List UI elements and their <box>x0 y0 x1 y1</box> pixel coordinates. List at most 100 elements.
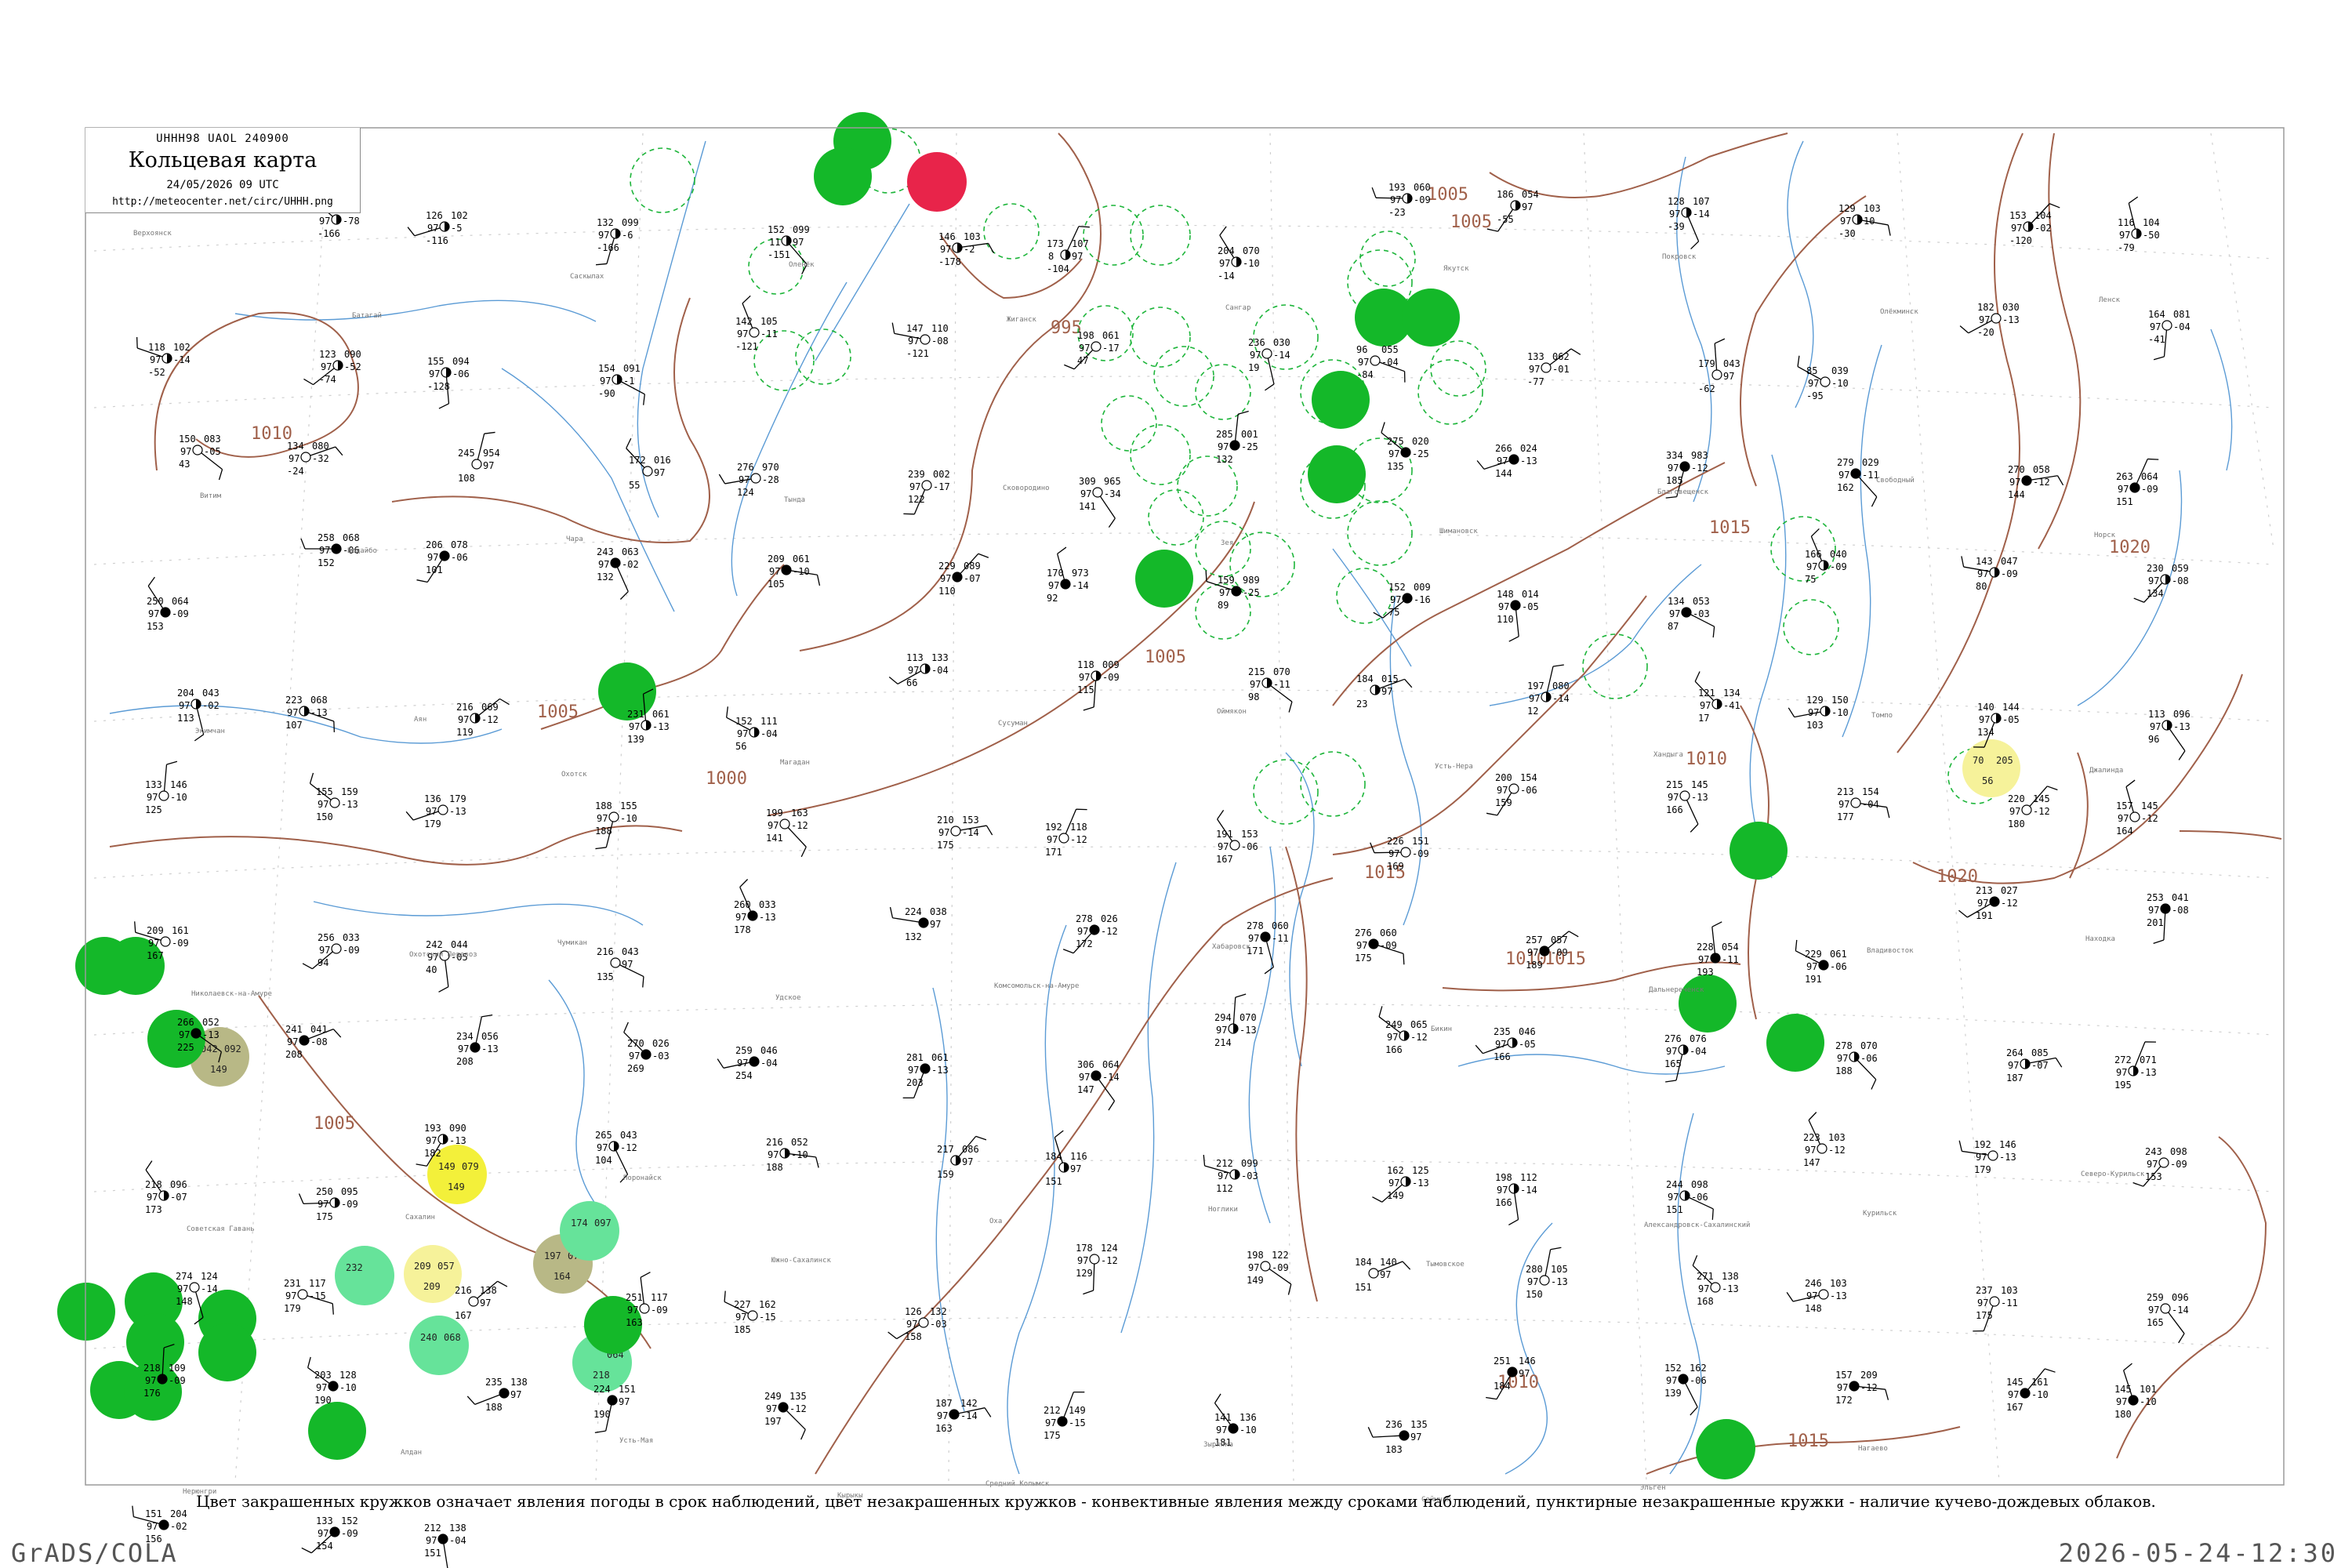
station-tendency: -06 <box>1830 961 1847 972</box>
half-cover-icon <box>754 728 759 737</box>
wind-barb <box>310 1531 336 1554</box>
wind-barb <box>723 1061 755 1069</box>
station-pressure: 070 <box>1860 1040 1878 1051</box>
station-dewpoint: 269 <box>627 1063 644 1074</box>
station-temp: 212 <box>424 1523 441 1534</box>
station-pressure: 103 <box>964 231 981 242</box>
wind-barb <box>1483 1042 1513 1054</box>
wind-barb <box>1265 936 1274 967</box>
map-url[interactable]: http://meteocenter.net/circ/UHHH.png <box>112 196 333 208</box>
half-cover-icon <box>1686 208 1691 217</box>
wind-barb-feather <box>218 1051 222 1063</box>
wind-barb-feather <box>466 1396 476 1405</box>
station-dewpoint: 214 <box>1214 1037 1232 1048</box>
station-tendency: -06 <box>1520 785 1537 796</box>
cloud-cover-icon <box>2020 1388 2031 1399</box>
station-dewpoint: -62 <box>1698 383 1715 394</box>
station-pressure: 020 <box>1412 436 1429 447</box>
wind-barb <box>616 379 645 395</box>
station-temp: 251 <box>626 1292 643 1303</box>
station-pressure: 144 <box>2002 702 2020 713</box>
isobar <box>2116 1136 2267 1459</box>
weather-filled-circles: 0420921491490791491970791641740972322090… <box>57 112 2020 1479</box>
station-dewpoint: 23 <box>1356 699 1367 710</box>
wind-barb <box>473 1280 499 1302</box>
wind-barb-feather <box>988 243 995 253</box>
station-temp: 142 <box>735 316 753 327</box>
station-tendency: 97 <box>622 959 633 970</box>
circle-temp: 149 <box>438 1161 456 1172</box>
wind-barb-feather <box>978 553 989 558</box>
half-cover-icon <box>475 713 480 723</box>
cloud-cover-icon <box>300 452 311 463</box>
circle-temp: 232 <box>346 1262 363 1273</box>
wind-barb-feather <box>163 1344 175 1348</box>
wind-barb-feather <box>1886 807 1890 818</box>
station-temp: 215 <box>1248 666 1265 677</box>
station-pressure: 136 <box>1240 1412 1257 1423</box>
wind-barb-feather <box>1711 1208 1714 1220</box>
station-temp: 133 <box>316 1515 333 1526</box>
station-dewpoint: -120 <box>2009 235 2032 246</box>
station-temp: 278 <box>1076 913 1093 924</box>
station-pressure: 107 <box>1072 238 1089 249</box>
station-tendency: -14 <box>1520 1185 1537 1196</box>
cloud-cover-icon <box>1679 461 1690 472</box>
wind-barb <box>1232 997 1236 1029</box>
station-visibility: 97 <box>1047 834 1058 845</box>
station-dewpoint: 203 <box>906 1077 924 1088</box>
station-temp: 184 <box>1045 1151 1062 1162</box>
station-visibility: 97 <box>2116 1396 2127 1407</box>
half-cover-icon <box>785 1149 789 1158</box>
cloud-cover-icon <box>439 550 450 561</box>
isobars-layer <box>109 132 2282 1475</box>
cloud-cover-icon <box>329 797 340 808</box>
rivers-layer <box>109 140 2233 1475</box>
station-temp: 244 <box>1666 1179 1683 1190</box>
cloud-cover-icon <box>158 790 169 801</box>
half-cover-icon <box>445 222 449 231</box>
half-cover-icon <box>615 229 620 238</box>
station-tendency: -16 <box>1414 594 1431 605</box>
station-dewpoint: 151 <box>2116 496 2133 507</box>
station-temp: 178 <box>1076 1243 1093 1254</box>
station-temp: 193 <box>1388 182 1406 193</box>
station-pressure: 060 <box>1272 920 1289 931</box>
station-temp: 249 <box>764 1391 782 1402</box>
map-frame <box>85 127 2285 1486</box>
wind-barb-feather <box>1665 1080 1677 1083</box>
wind-barb <box>1984 717 1997 748</box>
cloud-cover-icon <box>641 1049 652 1060</box>
station-tendency: -12 <box>791 820 808 831</box>
wind-barb <box>1206 581 1237 592</box>
station-name: Александровск-Сахалинский <box>1644 1221 1750 1229</box>
station-pressure: 060 <box>1414 182 1431 193</box>
wind-barb <box>913 1068 926 1098</box>
station-dewpoint: 134 <box>2147 588 2164 599</box>
station-tendency: -32 <box>312 453 329 464</box>
station-dewpoint: 40 <box>426 964 437 975</box>
cloud-cover-icon <box>158 1519 169 1530</box>
wind-barb-feather <box>1475 1044 1483 1054</box>
cumulonimbus-circle <box>1195 521 1251 577</box>
station-dewpoint: 103 <box>1806 720 1824 731</box>
wind-barb-feather <box>497 1280 508 1287</box>
station-pressure: 068 <box>343 532 360 543</box>
cloud-cover-icon <box>1058 833 1069 844</box>
wind-barb-feather <box>984 1407 992 1417</box>
station-temp: 228 <box>1697 942 1714 953</box>
station-pressure: 103 <box>1830 1278 1847 1289</box>
half-cover-icon <box>646 720 651 730</box>
wind-barb <box>2143 1162 2165 1187</box>
station-pressure: 033 <box>759 899 776 910</box>
station-dewpoint: 162 <box>1837 482 1854 493</box>
cumulonimbus-circle <box>1130 205 1191 266</box>
